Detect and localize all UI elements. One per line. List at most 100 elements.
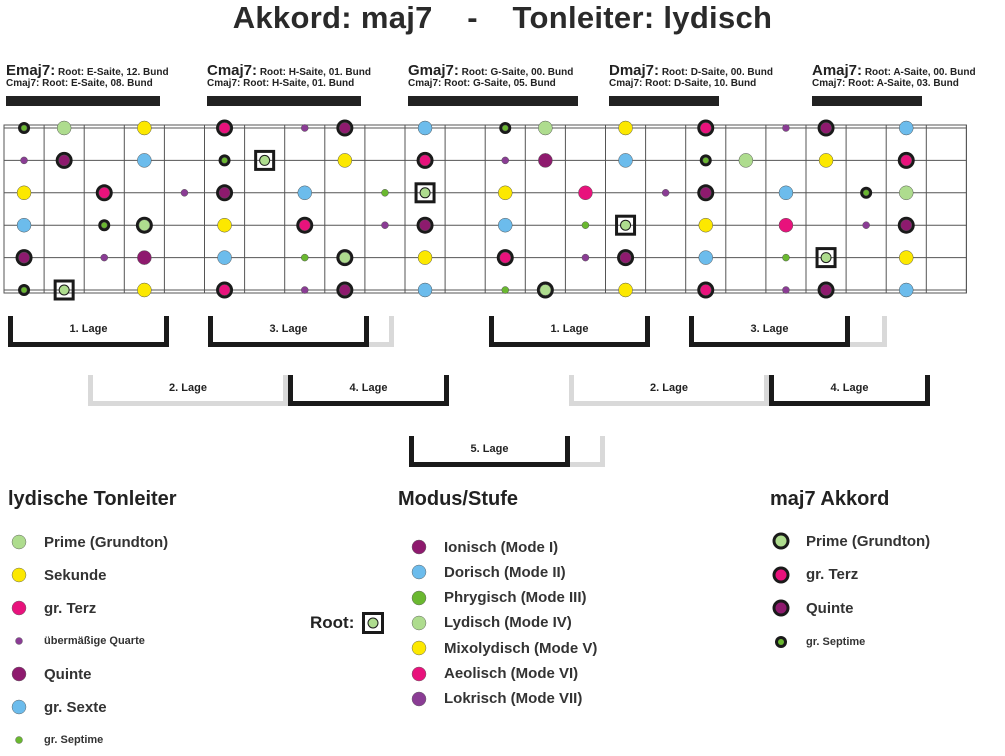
legend-item: gr. Terz [6,598,96,618]
note-dot [782,124,790,132]
note-dot [862,221,870,229]
legend-label: Dorisch (Mode II) [444,563,566,581]
legend-label: Quinte [44,665,92,683]
legend-item: Quinte [768,598,854,618]
note-dot [137,120,152,136]
title-scale: Tonleiter: lydisch [512,0,773,35]
legend-label: Lydisch (Mode IV) [444,614,572,632]
chord-cmaj-info: Cmaj7: Root: D-Saite, 10. Bund [609,78,757,89]
chord-root-info: Emaj7: Root: E-Saite, 12. Bund [6,62,169,79]
prime-dot-icon [11,534,27,550]
note-dot [56,120,72,136]
legend-item: Quinte [6,664,92,684]
mode-dot-icon [411,590,427,605]
legend-item: Lokrisch (Mode VII) [406,689,582,709]
position-bracket-shadow [359,316,394,347]
note-dot [820,252,832,264]
note-dot [218,122,231,134]
note-dot [619,251,632,264]
note-dot [498,185,513,201]
note-dot [180,189,189,197]
note-dot [899,250,914,265]
chord-root-info: Gmaj7: Root: G-Saite, 00. Bund [408,62,573,79]
legend-label: Lokrisch (Mode VII) [444,690,583,708]
legend-symbol [768,565,794,585]
legend-symbol [6,631,32,651]
note-dot [899,282,914,298]
note-dot [16,217,32,233]
legend-symbol [6,532,32,552]
legend-item: Mixolydisch (Mode V) [406,638,597,658]
note-dot [301,124,309,132]
mode-dot-icon [411,691,427,707]
position-bracket: 2. Lage [88,375,288,406]
position-bracket-shadow [840,316,887,347]
fifth-dot-icon [772,599,790,617]
chord-legend-title: maj7 Akkord [770,488,890,510]
chord-bar [6,96,160,106]
note-dot [782,286,790,294]
legend-label: Mixolydisch (Mode V) [444,639,598,657]
legend-item: übermäßige Quarte [6,631,145,651]
note-dot [899,185,914,201]
chord-name: Dmaj7: [609,62,660,79]
note-dot [618,282,633,298]
title-separator: - [467,0,478,35]
legend-symbol [406,613,432,633]
legend-label: gr. Septime [806,635,866,648]
note-dot [738,153,754,168]
second-dot-icon [11,567,27,583]
legend-symbol [6,598,32,618]
root-legend: Root: [310,612,385,634]
chord-cmaj-info: Cmaj7: Root: H-Saite, 01. Bund [207,78,355,89]
chord-root-text: Root: G-Saite, 00. Bund [461,67,574,78]
mode-dot-icon [411,539,427,555]
legend-symbol [406,664,432,684]
legend-item: gr. Septime [6,730,103,750]
note-dot [58,284,70,296]
note-dot [137,250,152,265]
note-dot [20,286,28,294]
legend-symbol [768,598,794,618]
third-dot-icon [772,566,790,583]
legend-item: Sekunde [6,565,107,585]
chord-root-info: Cmaj7: Root: H-Saite, 01. Bund [207,62,371,79]
chord-cmaj-info: Cmaj7: Root: G-Saite, 05. Bund [408,78,556,89]
note-dot [221,157,228,164]
mode-dot-icon [411,565,427,580]
note-dot [58,154,70,167]
legend-symbol [768,531,794,551]
legend-item: Phrygisch (Mode III) [406,588,587,608]
legend-label: Ionisch (Mode I) [444,538,559,556]
legend-item: Prime (Grundton) [6,532,168,552]
note-dot [20,124,28,132]
fourth-dot-icon [15,637,23,645]
chord-root-text: Root: E-Saite, 12. Bund [57,67,169,78]
note-dot [700,187,712,199]
chord-root-text: Root: A-Saite, 00. Bund [864,67,976,78]
note-dot [578,185,593,201]
note-dot [539,284,552,296]
legend-label: Prime (Grundton) [806,532,931,550]
note-dot [538,120,553,136]
chord-name: Gmaj7: [408,62,459,79]
root-marker [615,214,637,236]
note-dot [501,286,509,294]
note-dot [698,217,713,233]
note-dot [661,189,670,197]
legend-label: gr. Sexte [44,698,107,716]
legend-item: Aeolisch (Mode VI) [406,664,578,684]
root-legend-label: Root: [310,613,355,632]
legend-symbol [6,697,32,717]
note-dot [618,153,633,168]
note-dot [419,187,431,199]
note-dot [419,154,431,167]
position-bracket: 4. Lage [769,375,930,406]
root-marker [414,182,436,204]
note-dot [900,219,912,231]
note-dot [259,154,271,166]
note-dot [620,219,632,231]
